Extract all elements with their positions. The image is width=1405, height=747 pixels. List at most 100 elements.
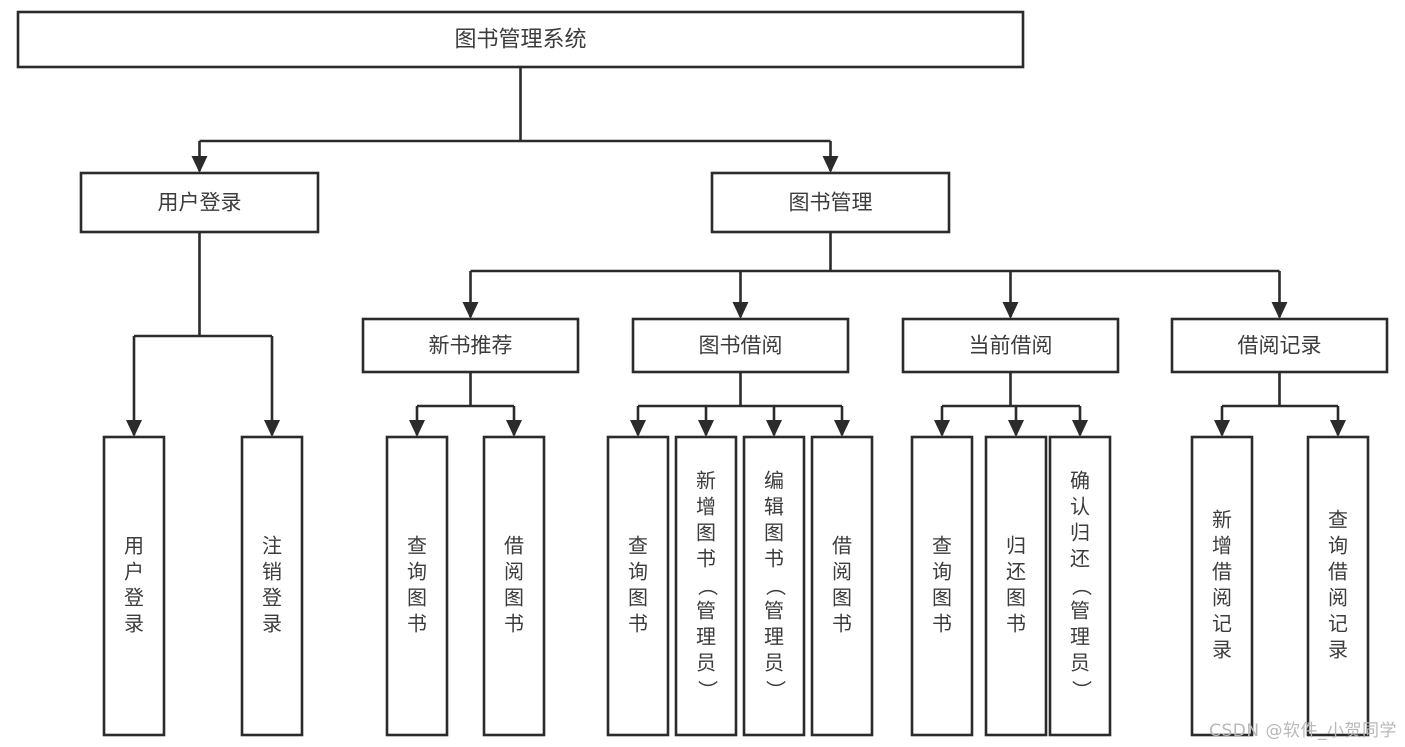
node-label-char: 确	[1070, 469, 1090, 493]
node-layer: 图书管理系统用户登录图书管理新书推荐图书借阅当前借阅借阅记录用户登录注销登录查询…	[16, 10, 1389, 737]
node-current-borrow[interactable]: 当前借阅	[901, 317, 1120, 374]
node-book-borrow[interactable]: 图书借阅	[631, 317, 850, 374]
connector-layer	[126, 67, 1346, 437]
node-label-char: 阅	[832, 560, 852, 584]
node-label-char: 借	[1212, 560, 1232, 584]
node-label-char: 书	[407, 612, 427, 636]
connector-arrow-icon	[409, 420, 425, 437]
node-label-char: 录	[262, 612, 282, 636]
node-label-char: 认	[1070, 495, 1090, 519]
node-label-char: 还	[1070, 547, 1090, 571]
node-label-char: 阅	[1212, 586, 1232, 610]
node-box-leaf-borrow-book	[810, 435, 874, 737]
node-user-login[interactable]: 用户登录	[79, 171, 320, 234]
node-label-book-management: 图书管理	[789, 191, 873, 215]
node-label-char: （	[1070, 576, 1094, 596]
node-label-char: 还	[1006, 560, 1026, 584]
connector-arrow-icon	[934, 420, 950, 437]
node-label-char: 阅	[1328, 586, 1348, 610]
node-label-char: 书	[504, 612, 524, 636]
node-label-current-borrow: 当前借阅	[969, 334, 1053, 358]
node-label-char: （	[764, 576, 788, 596]
node-label-char: 录	[124, 612, 144, 636]
node-label-char: 书	[1006, 612, 1026, 636]
connector-arrow-icon	[1002, 302, 1019, 319]
node-label-char: 书	[628, 612, 648, 636]
node-label-char: 管	[696, 599, 716, 623]
node-box-leaf-add-book	[674, 435, 738, 737]
node-label-char: 图	[1006, 586, 1026, 610]
connector-group-borrow-record	[1214, 372, 1346, 437]
node-label-borrow-record: 借阅记录	[1238, 334, 1322, 358]
node-box-leaf-user-login	[102, 435, 166, 737]
node-label-char: 询	[407, 560, 427, 584]
node-label-char: 员	[1070, 651, 1090, 675]
node-label-char: 书	[696, 547, 716, 571]
node-label-char: 记	[1212, 612, 1232, 636]
node-box-leaf-return-book	[984, 435, 1048, 737]
connector-arrow-icon	[1008, 420, 1024, 437]
node-label-char: 图	[832, 586, 852, 610]
connector-group-current-borrow	[934, 372, 1088, 437]
node-new-book-recommend[interactable]: 新书推荐	[361, 317, 580, 374]
node-label-char: 询	[1328, 534, 1348, 558]
node-box-current-borrow	[901, 317, 1120, 374]
node-label-char: ）	[764, 680, 788, 700]
node-box-leaf-query-borrow-record	[1306, 435, 1370, 737]
node-label-char: 查	[407, 534, 427, 558]
node-label-char: 记	[1328, 612, 1348, 636]
node-label-char: 理	[696, 625, 716, 649]
node-label-char: 新	[696, 469, 716, 493]
node-box-leaf-edit-book	[742, 435, 806, 737]
node-book-management[interactable]: 图书管理	[710, 171, 951, 234]
node-label-char: 查	[932, 534, 952, 558]
node-label-char: ）	[696, 680, 720, 700]
node-label-char: 用	[124, 534, 144, 558]
node-label-char: 归	[1006, 534, 1026, 558]
connector-arrow-icon	[462, 302, 479, 319]
node-box-book-management	[710, 171, 951, 234]
node-label-char: 登	[124, 586, 144, 610]
node-label-char: 增	[696, 495, 716, 519]
connector-arrow-icon	[264, 420, 280, 437]
node-leaf-user-login[interactable]: 用户登录	[102, 435, 166, 737]
node-borrow-record[interactable]: 借阅记录	[1170, 317, 1389, 374]
node-label-new-book-recommend: 新书推荐	[429, 334, 513, 358]
connector-arrow-icon	[630, 420, 646, 437]
node-box-leaf-query-book-borrow	[606, 435, 670, 737]
node-label-char: 注	[262, 534, 282, 558]
node-label-char: 借	[504, 534, 524, 558]
node-label-char: 理	[764, 625, 784, 649]
node-label-char: 图	[932, 586, 952, 610]
node-label-char: 阅	[504, 560, 524, 584]
node-label-char: 图	[504, 586, 524, 610]
node-label-char: 新	[1212, 508, 1232, 532]
node-label-char: 登	[262, 586, 282, 610]
node-box-leaf-logout	[240, 435, 304, 737]
node-label-char: 户	[124, 560, 144, 584]
connector-arrow-icon	[191, 156, 208, 173]
node-label-char: 归	[1070, 521, 1090, 545]
connector-arrow-icon	[1271, 302, 1288, 319]
node-box-user-login	[79, 171, 320, 234]
node-label-char: 书	[764, 547, 784, 571]
connector-group-book-management	[462, 232, 1288, 319]
node-label-char: （	[696, 576, 720, 596]
connector-arrow-icon	[1214, 420, 1230, 437]
node-root[interactable]: 图书管理系统	[16, 10, 1025, 69]
node-box-leaf-confirm-return	[1048, 435, 1112, 737]
